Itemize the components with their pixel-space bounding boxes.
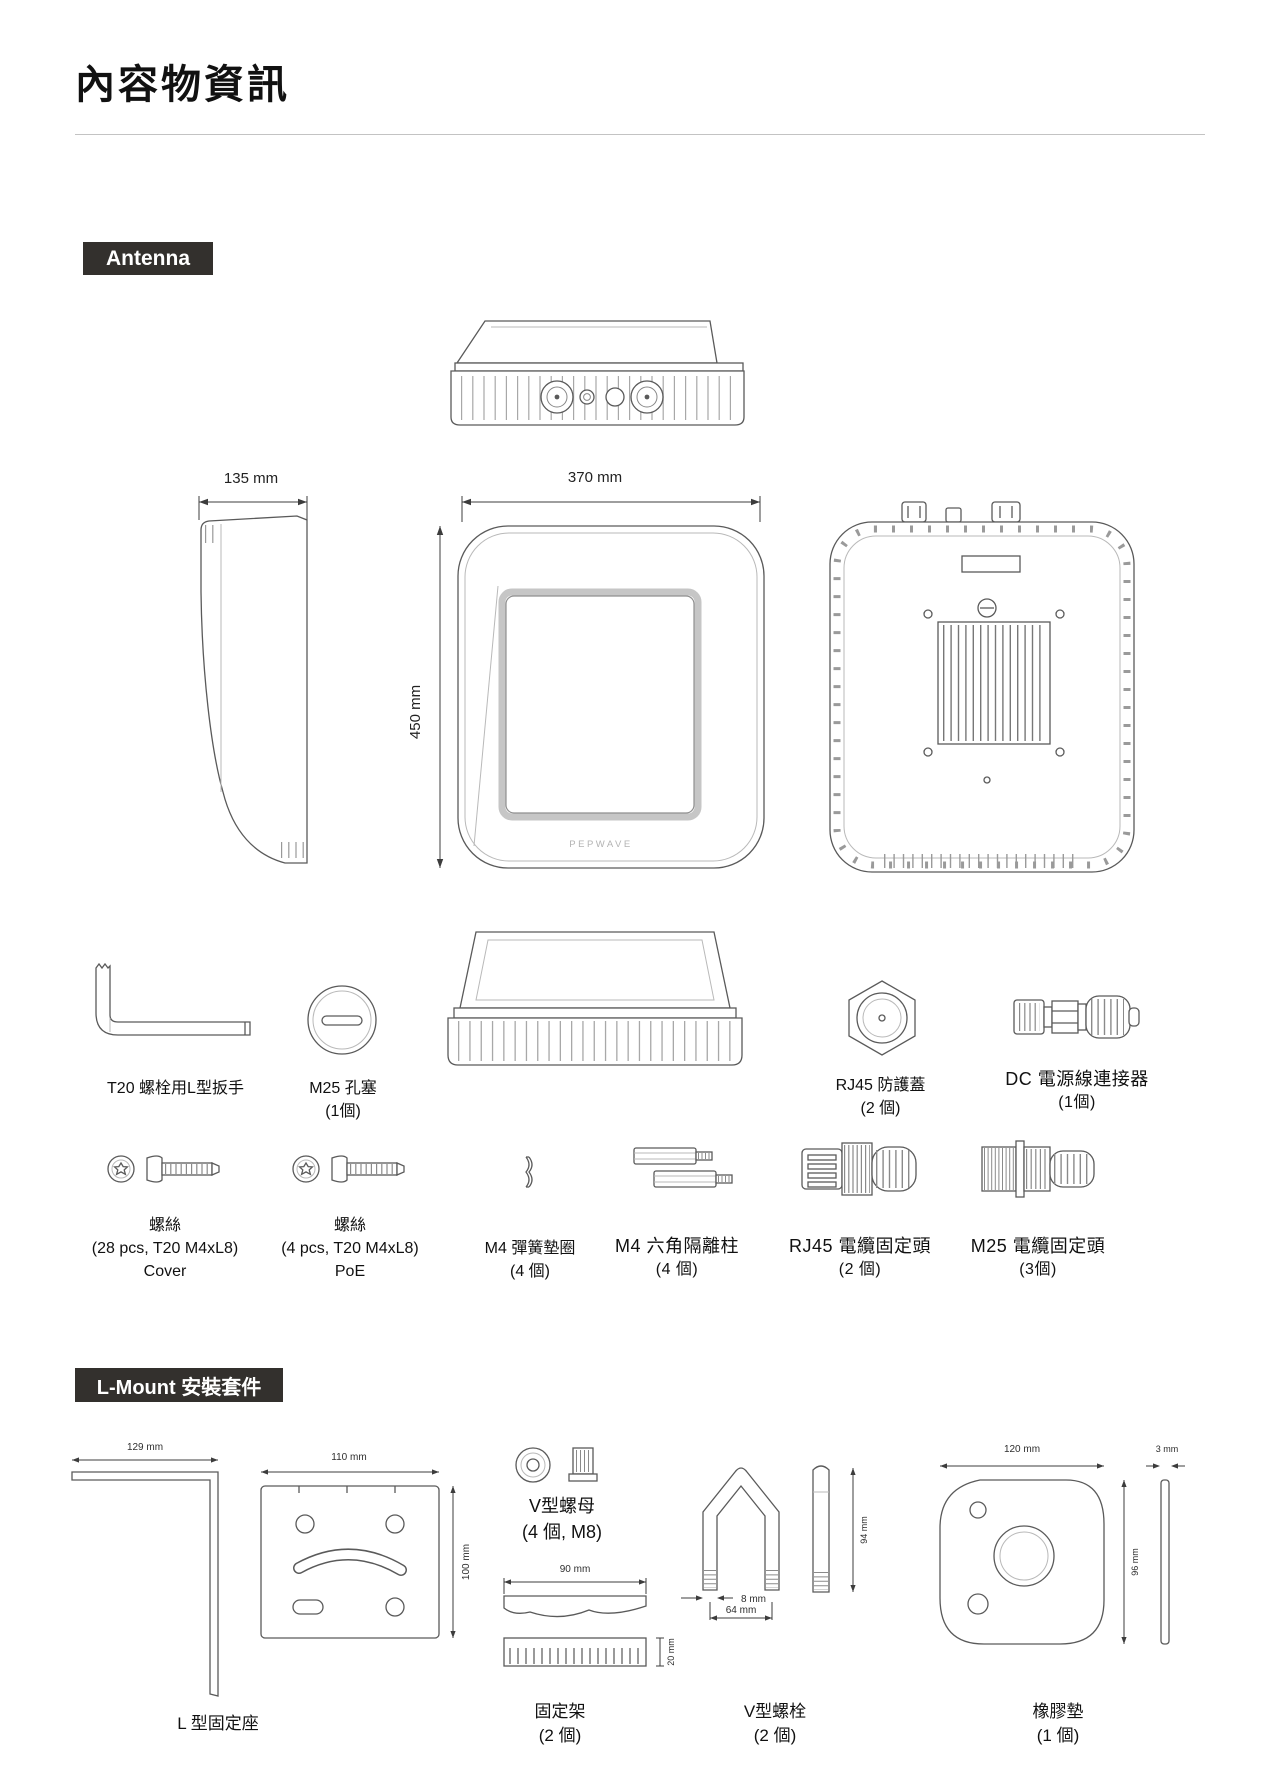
clamp-plate-drawing: 90 mm 20 mm — [503, 1564, 676, 1667]
dim-pad-thickness: 3 mm — [1156, 1444, 1179, 1454]
accessory-name: 螺絲 — [333, 1217, 366, 1234]
accessory-note: Cover — [143, 1263, 187, 1280]
item-qty: (2 個) — [753, 1726, 797, 1745]
dc-power-connector-icon — [1013, 995, 1140, 1039]
dim-l-bracket-length: 129 mm — [127, 1442, 163, 1453]
accessory-qty: (4 個) — [655, 1261, 699, 1278]
antenna-back-view-drawing — [829, 501, 1135, 873]
item-name: 橡膠墊 — [1032, 1702, 1084, 1721]
lmount-label-l-bracket: L 型固定座 — [128, 1712, 308, 1736]
dim-vbolt-diameter: 8 mm — [741, 1594, 766, 1605]
lmount-label-v-bolt: V型螺栓 (2 個) — [695, 1700, 855, 1748]
accessory-name: DC 電源線連接器 — [1005, 1069, 1149, 1089]
dim-front-width: 370 mm — [568, 469, 622, 486]
dim-plate-width: 110 mm — [331, 1452, 366, 1463]
item-qty: (4 個, M8) — [521, 1522, 602, 1542]
dim-front-height: 450 mm — [407, 685, 424, 739]
dim-side-width: 135 mm — [224, 470, 278, 487]
m25-cable-gland-icon — [981, 1140, 1095, 1198]
item-name: V型螺母 — [528, 1496, 595, 1516]
dim-pad-width: 120 mm — [1004, 1444, 1040, 1455]
item-qty: (2 個) — [538, 1726, 582, 1745]
accessory-name: M4 彈簧墊圈 — [484, 1240, 576, 1257]
hex-standoff-icon — [633, 1147, 733, 1188]
l-bracket-side-drawing: 129 mm — [71, 1442, 219, 1697]
header-divider — [75, 134, 1205, 135]
antenna-front-view-drawing: 370 mm 450 mm PEPWAVE — [407, 469, 765, 869]
accessory-label-screw-cover: 螺絲 (28 pcs, T20 M4xL8) Cover — [70, 1214, 260, 1283]
lmount-label-clamp: 固定架 (2 個) — [480, 1700, 640, 1748]
dim-vbolt-span: 64 mm — [726, 1605, 757, 1616]
l-bracket-front-drawing: 110 mm 100 mm — [260, 1452, 472, 1639]
accessory-qty: (4 個) — [509, 1263, 550, 1280]
accessory-name: RJ45 防護蓋 — [835, 1077, 926, 1094]
accessory-qty: (28 pcs, T20 M4xL8) — [91, 1240, 239, 1257]
accessory-label-t20-wrench: T20 螺栓用L型扳手 — [88, 1077, 263, 1100]
accessory-name: RJ45 電纜固定頭 — [788, 1236, 932, 1256]
v-nut-icon — [515, 1447, 598, 1483]
accessory-qty: (4 pcs, T20 M4xL8) — [281, 1240, 419, 1257]
antenna-side-view-drawing: 135 mm — [198, 470, 308, 864]
dim-clamp-height: 20 mm — [666, 1638, 676, 1666]
accessory-name: T20 螺栓用L型扳手 — [107, 1080, 244, 1097]
accessory-name: M25 孔塞 — [309, 1080, 377, 1097]
accessory-label-screw-poe: 螺絲 (4 pcs, T20 M4xL8) PoE — [255, 1214, 445, 1283]
page-title: 內容物資訊 — [75, 63, 290, 107]
section-badge-antenna: Antenna — [83, 242, 213, 275]
accessory-qty: (3個) — [1019, 1261, 1057, 1278]
accessory-label-rj45-gland: RJ45 電纜固定頭 (2 個) — [765, 1235, 955, 1281]
spring-washer-icon — [525, 1156, 533, 1188]
item-name: 固定架 — [534, 1702, 586, 1721]
accessory-label-spring-washer: M4 彈簧墊圈 (4 個) — [435, 1237, 625, 1283]
accessory-qty: (1個) — [325, 1103, 361, 1120]
v-bolt-drawing: 8 mm 64 mm 94 mm — [681, 1465, 869, 1621]
dim-plate-height: 100 mm — [461, 1544, 472, 1580]
dim-vbolt-height: 94 mm — [859, 1516, 869, 1544]
antenna-bottom-view-drawing — [447, 931, 743, 1066]
accessory-label-rj45-cap: RJ45 防護蓋 (2 個) — [818, 1074, 943, 1120]
accessory-qty: (1個) — [1058, 1094, 1096, 1111]
screw-poe-icon — [292, 1155, 405, 1183]
accessory-name: 螺絲 — [148, 1217, 181, 1234]
m25-hole-plug-icon — [307, 985, 377, 1055]
accessory-qty: (2 個) — [860, 1100, 901, 1117]
item-name: L 型固定座 — [177, 1714, 259, 1733]
accessory-label-dc-connector: DC 電源線連接器 (1個) — [982, 1068, 1172, 1114]
antenna-top-view-drawing — [450, 320, 745, 426]
accessory-label-m25-plug: M25 孔塞 (1個) — [288, 1077, 398, 1123]
lmount-label-v-nut: V型螺母 (4 個, M8) — [487, 1493, 637, 1545]
accessory-name: M25 電纜固定頭 — [970, 1236, 1106, 1256]
rubber-pad-drawing: 120 mm 96 mm 3 mm — [939, 1444, 1185, 1645]
rj45-cable-gland-icon — [801, 1142, 917, 1196]
dim-pad-height: 96 mm — [1130, 1548, 1140, 1576]
item-name: V型螺栓 — [743, 1702, 807, 1721]
accessory-name: M4 六角隔離柱 — [614, 1236, 739, 1256]
brand-logo-text: PEPWAVE — [569, 839, 632, 850]
accessory-label-hex-standoff: M4 六角隔離柱 (4 個) — [582, 1235, 772, 1281]
accessory-note: PoE — [334, 1263, 366, 1280]
rj45-protective-cap-icon — [848, 980, 916, 1056]
item-qty: (1 個) — [1036, 1726, 1080, 1745]
screw-cover-icon — [107, 1155, 220, 1183]
torx-l-wrench-icon — [95, 962, 251, 1036]
accessory-qty: (2 個) — [838, 1261, 882, 1278]
lmount-label-rubber-pad: 橡膠墊 (1 個) — [978, 1700, 1138, 1748]
accessory-label-m25-gland: M25 電纜固定頭 (3個) — [943, 1235, 1133, 1281]
dim-clamp-width: 90 mm — [560, 1564, 591, 1575]
section-badge-lmount: L-Mount 安裝套件 — [75, 1368, 283, 1402]
